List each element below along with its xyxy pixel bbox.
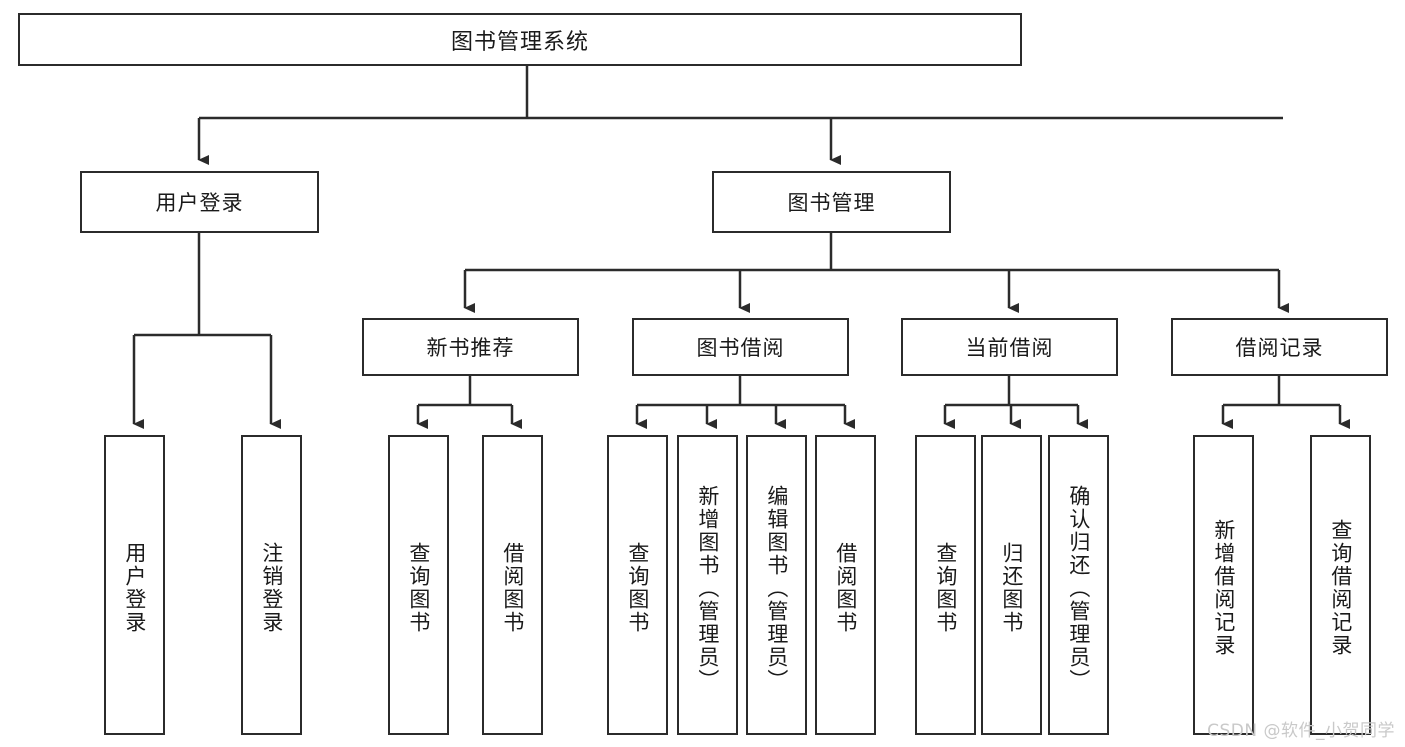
leaf-return-book[interactable]: 归还图书	[981, 435, 1042, 735]
leaf-query-book-current[interactable]: 查询图书	[915, 435, 976, 735]
node-current-borrow[interactable]: 当前借阅	[901, 318, 1118, 376]
leaf-borrow-book[interactable]: 借阅图书	[815, 435, 876, 735]
node-book-management[interactable]: 图书管理	[712, 171, 951, 233]
node-user-login[interactable]: 用户登录	[80, 171, 319, 233]
csdn-watermark: CSDN @软件_小贺同学	[1207, 721, 1395, 741]
leaf-query-book-recommend[interactable]: 查询图书	[388, 435, 449, 735]
leaf-user-login[interactable]: 用户登录	[104, 435, 165, 735]
leaf-borrow-book-recommend[interactable]: 借阅图书	[482, 435, 543, 735]
leaf-logout-login[interactable]: 注销登录	[241, 435, 302, 735]
node-book-borrow[interactable]: 图书借阅	[632, 318, 849, 376]
leaf-add-book-admin[interactable]: 新增图书（管理员）	[677, 435, 738, 735]
leaf-confirm-return-admin[interactable]: 确认归还（管理员）	[1048, 435, 1109, 735]
node-system-root[interactable]: 图书管理系统	[18, 13, 1022, 66]
node-borrow-record[interactable]: 借阅记录	[1171, 318, 1388, 376]
leaf-edit-book-admin[interactable]: 编辑图书（管理员）	[746, 435, 807, 735]
leaf-query-book-borrow[interactable]: 查询图书	[607, 435, 668, 735]
node-new-book-recommend[interactable]: 新书推荐	[362, 318, 579, 376]
leaf-query-borrow-record[interactable]: 查询借阅记录	[1310, 435, 1371, 735]
leaf-add-borrow-record[interactable]: 新增借阅记录	[1193, 435, 1254, 735]
